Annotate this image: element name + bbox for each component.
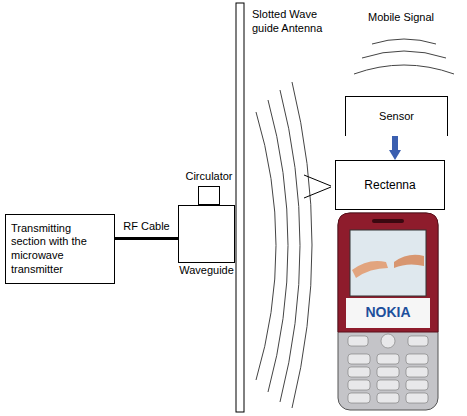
brand-panel	[346, 298, 430, 328]
phone-key	[406, 354, 428, 364]
brand-label: NOKIA	[346, 304, 430, 322]
phone-key	[406, 393, 428, 403]
node-text: Waveguide	[178, 264, 235, 278]
beam-line	[304, 175, 331, 186]
phone-key	[348, 336, 368, 346]
rf-cable	[115, 237, 178, 240]
phone-body	[338, 213, 438, 410]
phone-key	[377, 354, 399, 364]
waveguide-box: Waveguide	[178, 205, 235, 263]
rectenna-box: Rectenna	[335, 160, 445, 210]
transmitter-box: Transmitting section with the microwave …	[5, 214, 115, 284]
phone-key	[408, 336, 428, 346]
phone-key	[377, 393, 399, 403]
phone-key	[348, 393, 370, 403]
phone-speaker	[372, 219, 404, 223]
sensor-arrow	[392, 136, 398, 150]
phone-key	[377, 380, 399, 390]
signal-arc	[372, 39, 436, 44]
node-text: Rectenna	[341, 178, 439, 193]
phone-keypad	[348, 334, 428, 403]
wave-arc	[268, 100, 288, 392]
phone-nav-key	[381, 334, 395, 348]
beam-line	[304, 187, 331, 198]
mobile-phone	[338, 213, 438, 410]
incoming-beam	[304, 175, 331, 198]
wave-arc	[256, 112, 276, 380]
node-text: Sensor	[351, 110, 442, 124]
phone-front	[338, 213, 438, 332]
radiated-waves	[256, 82, 312, 408]
signal-arc	[362, 51, 446, 58]
screen-hand	[352, 261, 388, 278]
phone-key	[348, 367, 370, 377]
slotted-antenna	[236, 3, 244, 412]
phone-key	[377, 367, 399, 377]
phone-key	[348, 354, 370, 364]
node-text: Circulator	[184, 170, 233, 184]
wave-arc	[280, 90, 300, 402]
edge-label: RF Cable	[123, 220, 169, 234]
signal-label: Mobile Signal	[368, 11, 460, 25]
screen-hand	[394, 255, 424, 268]
phone-screen	[350, 230, 426, 296]
sensor-box: Sensor	[345, 96, 448, 136]
signal-arc	[354, 65, 454, 74]
antenna-label: Slotted Wave guide Antenna	[252, 8, 334, 36]
phone-key	[348, 380, 370, 390]
phone-key	[406, 380, 428, 390]
phone-key	[406, 367, 428, 377]
circulator-box: Circulator	[198, 186, 220, 205]
wave-arc	[292, 82, 312, 408]
node-text: Transmitting section with the microwave …	[11, 222, 109, 277]
mobile-signal-waves	[354, 39, 454, 74]
